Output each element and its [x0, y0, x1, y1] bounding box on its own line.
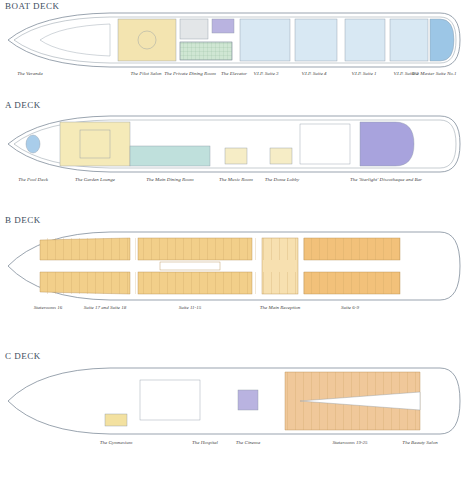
room-label: Suite 11-15 — [179, 305, 202, 310]
deck-title: BOAT DECK — [5, 2, 60, 11]
room-label: The Elevator — [221, 71, 247, 76]
room-label: The Main Dining Room — [146, 177, 193, 182]
room-label: Staterooms 19-25 — [332, 440, 367, 445]
room-label: The Hospital — [192, 440, 218, 445]
room-label: V.I.P. Suite 3 — [253, 71, 278, 76]
room-label: The Beauty Salon — [402, 440, 437, 445]
room-label: The Pilot Salon — [130, 71, 161, 76]
room-label: Staterooms 16 — [34, 305, 63, 310]
deck-title: B DECK — [5, 216, 41, 225]
room-label: Suite 6-9 — [341, 305, 359, 310]
room-label: The Garden Lounge — [75, 177, 115, 182]
deck-title: A DECK — [5, 101, 41, 110]
room-label: Suite 17 and Suite 18 — [84, 305, 127, 310]
room-label: The Dome Lobby — [265, 177, 299, 182]
room-label: The Gymnasium — [100, 440, 133, 445]
room-label: The Music Room — [219, 177, 253, 182]
room-label: The Veranda — [17, 71, 42, 76]
deck-title: C DECK — [5, 352, 41, 361]
room-label: V.I.P. Suite 1 — [351, 71, 376, 76]
room-label: The 'Starlight' Discotheque and Bar — [350, 177, 422, 182]
room-label: V.I.P. Suite 4 — [301, 71, 326, 76]
room-label: The Master Suite No.1 — [412, 71, 457, 76]
room-label: The Cinema — [236, 440, 260, 445]
room-label: The Main Reception — [260, 305, 301, 310]
room-label: The Pool Deck — [18, 177, 48, 182]
room-label: The Private Dining Room — [164, 71, 216, 76]
